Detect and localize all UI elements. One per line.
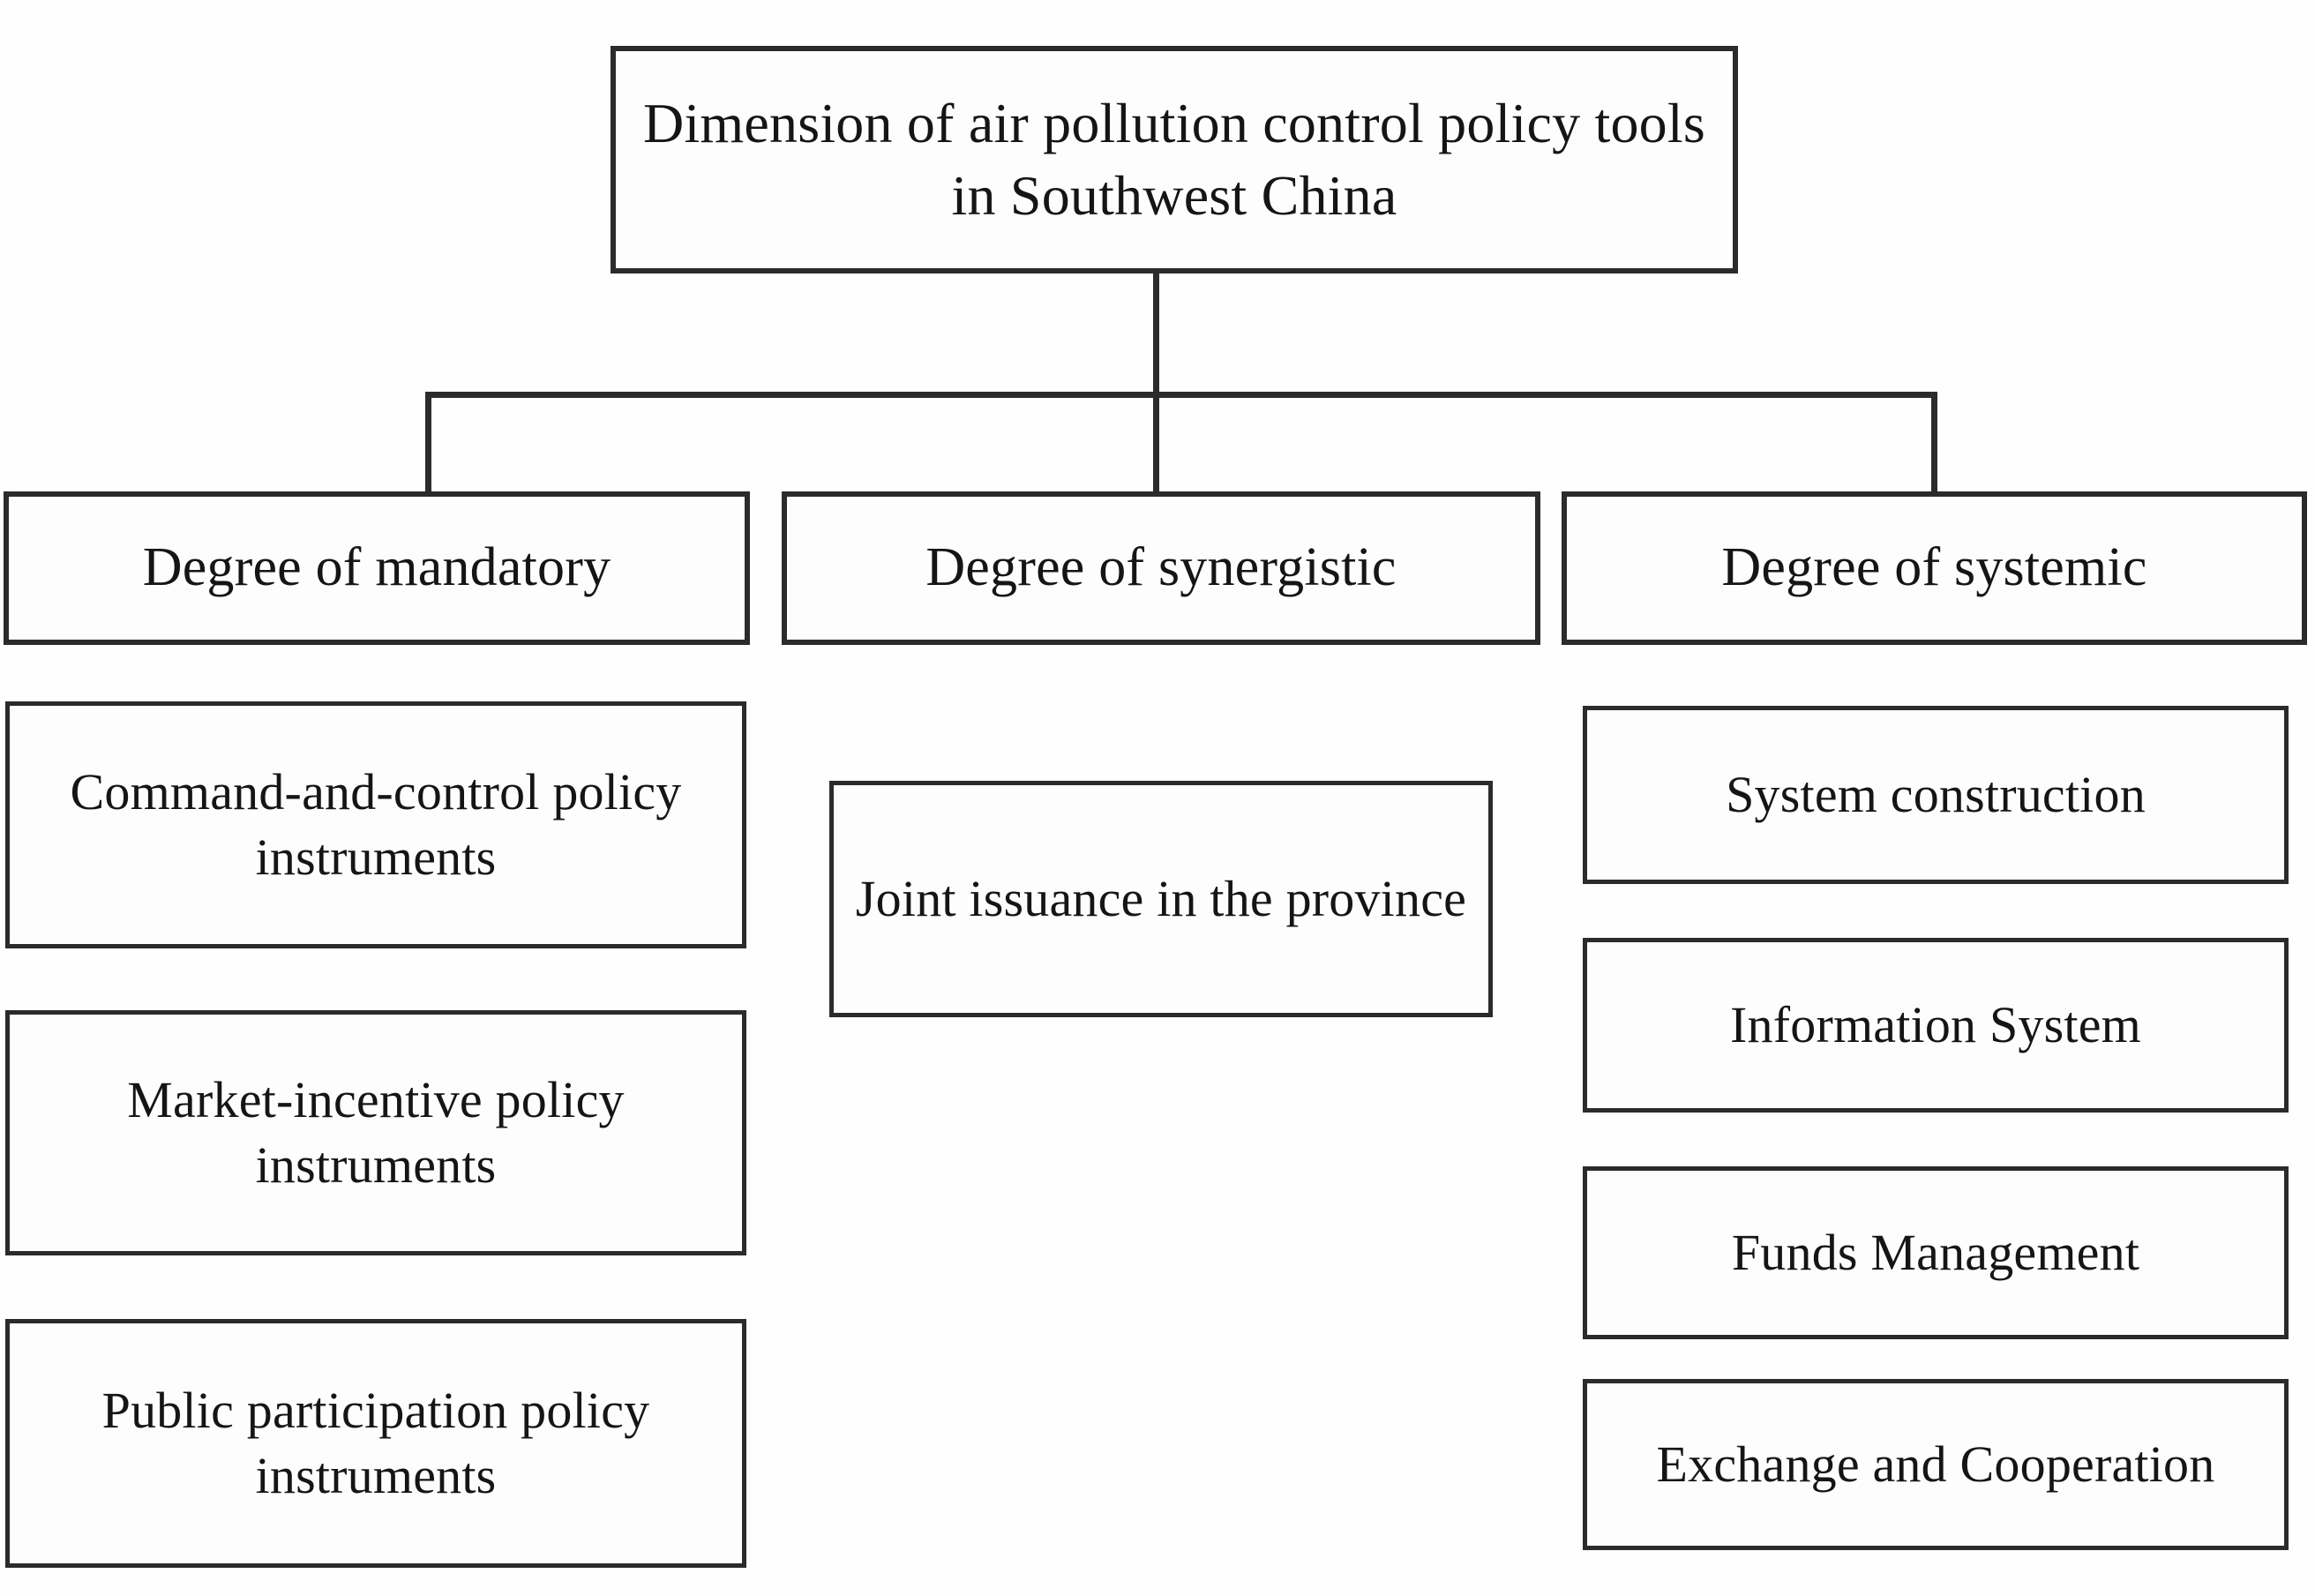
- root-node-label: Dimension of air pollution control polic…: [643, 92, 1705, 227]
- leaf-node-joint-issuance: Joint issuance in the province: [829, 781, 1493, 1017]
- connector-root-stem: [1153, 272, 1159, 397]
- leaf-node-public-participation: Public participation policy instruments: [5, 1319, 746, 1568]
- root-node-dimension-of-policy-tools: Dimension of air pollution control polic…: [611, 46, 1738, 273]
- category-node-degree-of-mandatory: Degree of mandatory: [4, 491, 750, 645]
- leaf-node-funds-management: Funds Management: [1583, 1166, 2289, 1339]
- leaf-label-exchange-and-cooperation: Exchange and Cooperation: [1656, 1435, 2215, 1493]
- leaf-label-system-construction: System construction: [1726, 765, 2146, 823]
- connector-drop-synergistic: [1153, 392, 1159, 494]
- category-node-degree-of-systemic: Degree of systemic: [1562, 491, 2307, 645]
- leaf-node-exchange-and-cooperation: Exchange and Cooperation: [1583, 1379, 2289, 1550]
- category-label-systemic: Degree of systemic: [1721, 537, 2147, 598]
- leaf-node-command-and-control: Command-and-control policy instruments: [5, 701, 746, 948]
- connector-horizontal-bus: [425, 392, 1937, 398]
- leaf-node-market-incentive: Market-incentive policy instruments: [5, 1010, 746, 1255]
- leaf-node-system-construction: System construction: [1583, 706, 2289, 884]
- leaf-label-information-system: Information System: [1730, 995, 2141, 1053]
- leaf-label-joint-issuance: Joint issuance in the province: [855, 869, 1467, 927]
- leaf-label-public-participation: Public participation policy instruments: [101, 1381, 650, 1504]
- leaf-node-information-system: Information System: [1583, 938, 2289, 1113]
- category-label-mandatory: Degree of mandatory: [142, 537, 611, 598]
- leaf-label-market-incentive: Market-incentive policy instruments: [127, 1070, 625, 1194]
- category-label-synergistic: Degree of synergistic: [925, 537, 1397, 598]
- category-node-degree-of-synergistic: Degree of synergistic: [782, 491, 1540, 645]
- connector-drop-systemic: [1931, 392, 1937, 494]
- connector-drop-mandatory: [425, 392, 431, 494]
- leaf-label-funds-management: Funds Management: [1731, 1223, 2140, 1281]
- leaf-label-command-and-control: Command-and-control policy instruments: [70, 762, 682, 886]
